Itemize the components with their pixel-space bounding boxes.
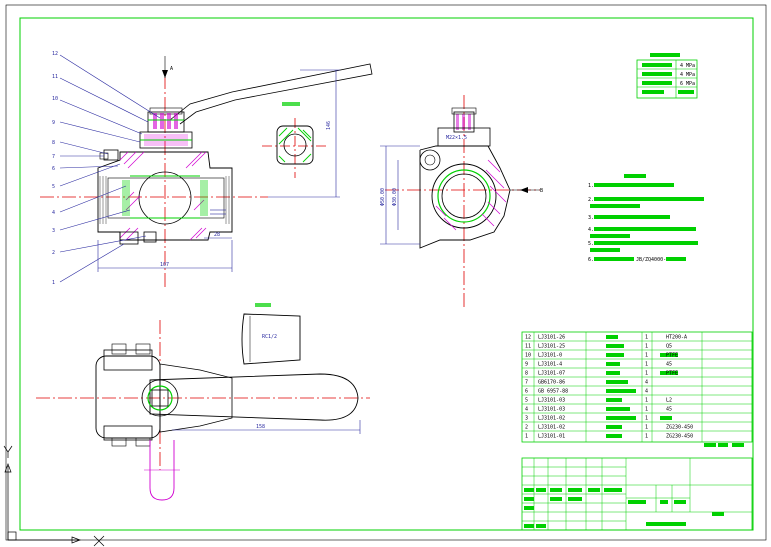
note-6-tail: JB/ZQ4000-86 bbox=[636, 257, 672, 263]
bom-row-qty: 1 bbox=[645, 425, 648, 431]
balloon-11: 11 bbox=[52, 74, 58, 80]
balloon-6: 6 bbox=[52, 166, 55, 172]
balloon-10: 10 bbox=[52, 96, 58, 102]
dim-overall-length: 107 bbox=[160, 262, 169, 268]
detail-part-view: RC1/2 bbox=[241, 303, 301, 365]
detail-thread-note: RC1/2 bbox=[262, 334, 277, 340]
bom-row-no: 5 bbox=[525, 398, 528, 404]
section-ring-view bbox=[262, 102, 328, 178]
spec-row-3-value: 6 MPa bbox=[680, 81, 695, 87]
bom-row-code: LJ3101-03 bbox=[538, 398, 565, 404]
balloon-5: 5 bbox=[52, 184, 55, 190]
bom-row-qty: 1 bbox=[645, 371, 648, 377]
bom-row-no: 12 bbox=[525, 335, 531, 341]
dim-height: 146 bbox=[326, 121, 332, 130]
spec-row-1-value: 4 MPa bbox=[680, 63, 695, 69]
bom-row-code: LJ3101-03 bbox=[538, 407, 565, 413]
balloon-7: 7 bbox=[52, 154, 55, 160]
spec-table: 4 MPa 4 MPa 6 MPa bbox=[636, 53, 698, 99]
bom-row-material: ZG230-450 bbox=[666, 434, 693, 440]
balloon-labels: 12 11 10 9 8 7 6 5 4 3 2 1 bbox=[52, 51, 58, 286]
title-block bbox=[521, 457, 753, 531]
bom-row-qty: 1 bbox=[645, 434, 648, 440]
bom-row-code: GB6170-86 bbox=[538, 380, 565, 386]
inner-border bbox=[19, 17, 754, 531]
bom-row-qty: 1 bbox=[645, 335, 648, 341]
bom-row-qty: 1 bbox=[645, 398, 648, 404]
top-view: 158 bbox=[36, 320, 370, 501]
bom-row-no: 9 bbox=[525, 362, 528, 368]
bom-row-qty: 1 bbox=[645, 362, 648, 368]
side-label: M22×1.5 bbox=[446, 135, 467, 141]
bom-row-qty: 1 bbox=[645, 407, 648, 413]
note-2: 2. bbox=[588, 197, 594, 203]
note-1: 1. bbox=[588, 183, 594, 189]
bom-row-material: 45 bbox=[666, 362, 672, 368]
bom-row-qty: 4 bbox=[645, 380, 648, 386]
note-3: 3. bbox=[588, 215, 594, 221]
bom-row-no: 11 bbox=[525, 344, 531, 350]
balloon-1: 1 bbox=[52, 280, 55, 286]
bom-row-code: LJ3101-25 bbox=[538, 344, 565, 350]
front-section-view: A bbox=[40, 51, 373, 290]
bom-row-material: PTFE bbox=[666, 353, 678, 359]
bom-row-code: LJ3101-26 bbox=[538, 335, 565, 341]
bom-row-code: LJ3101-0 bbox=[538, 353, 562, 359]
bom-row-code: LJ3101-02 bbox=[538, 416, 565, 422]
bom-row-code: GB 6957-88 bbox=[538, 389, 568, 395]
outer-frame bbox=[5, 4, 767, 541]
bom-row-code: LJ3101-4 bbox=[538, 362, 562, 368]
side-view: B M22×1.5 Φ50.00 Φ30. bbox=[380, 95, 543, 310]
note-4: 4. bbox=[588, 227, 594, 233]
bom-row-no: 6 bbox=[525, 389, 528, 395]
bom-row-no: 1 bbox=[525, 434, 528, 440]
balloon-12: 12 bbox=[52, 51, 58, 57]
spec-row-2-value: 4 MPa bbox=[680, 72, 695, 78]
bom-row-material: ZG230-450 bbox=[666, 425, 693, 431]
bom-row-material: HT200-A bbox=[666, 335, 687, 341]
bom-row-no: 3 bbox=[525, 416, 528, 422]
dim-dia1: Φ50.00 bbox=[380, 188, 386, 206]
bom-row-material: L2 bbox=[666, 398, 672, 404]
bom-row-material: Q5 bbox=[666, 344, 672, 350]
bom-row-no: 10 bbox=[525, 353, 531, 359]
bom-row-code: LJ3101-07 bbox=[538, 371, 565, 377]
dim-small-width: 28 bbox=[214, 232, 220, 238]
balloon-2: 2 bbox=[52, 250, 55, 256]
bom-row-qty: 4 bbox=[645, 389, 648, 395]
view-arrow-b: B bbox=[540, 188, 543, 194]
dim-dia2: Φ30.00 bbox=[392, 188, 398, 206]
balloon-8: 8 bbox=[52, 140, 55, 146]
bom-row-material: 45 bbox=[666, 407, 672, 413]
bom-row-no: 7 bbox=[525, 380, 528, 386]
bom-row-material: PTFE bbox=[666, 371, 678, 377]
bom-row-qty: 1 bbox=[645, 416, 648, 422]
note-5: 5. bbox=[588, 241, 594, 247]
bom-row-no: 2 bbox=[525, 425, 528, 431]
bom-row-no: 8 bbox=[525, 371, 528, 377]
dim-handle-length: 158 bbox=[256, 424, 265, 430]
balloon-4: 4 bbox=[52, 210, 55, 216]
handle-alt-position bbox=[149, 440, 175, 501]
bom-row-code: LJ3101-01 bbox=[538, 434, 565, 440]
bom-row-no: 4 bbox=[525, 407, 528, 413]
bom-row-qty: 1 bbox=[645, 344, 648, 350]
ucs-icon bbox=[3, 445, 105, 547]
balloon-9: 9 bbox=[52, 120, 55, 126]
bom-row-qty: 1 bbox=[645, 353, 648, 359]
note-6: 6. bbox=[588, 257, 594, 263]
bom-row-code: LJ3101-02 bbox=[538, 425, 565, 431]
technical-notes: 1. 2. 3. 4. 5. 6. JB/ZQ4000-86 bbox=[588, 174, 704, 263]
balloon-3: 3 bbox=[52, 228, 55, 234]
front-handle bbox=[169, 63, 373, 125]
view-arrow-a: A bbox=[170, 66, 173, 72]
